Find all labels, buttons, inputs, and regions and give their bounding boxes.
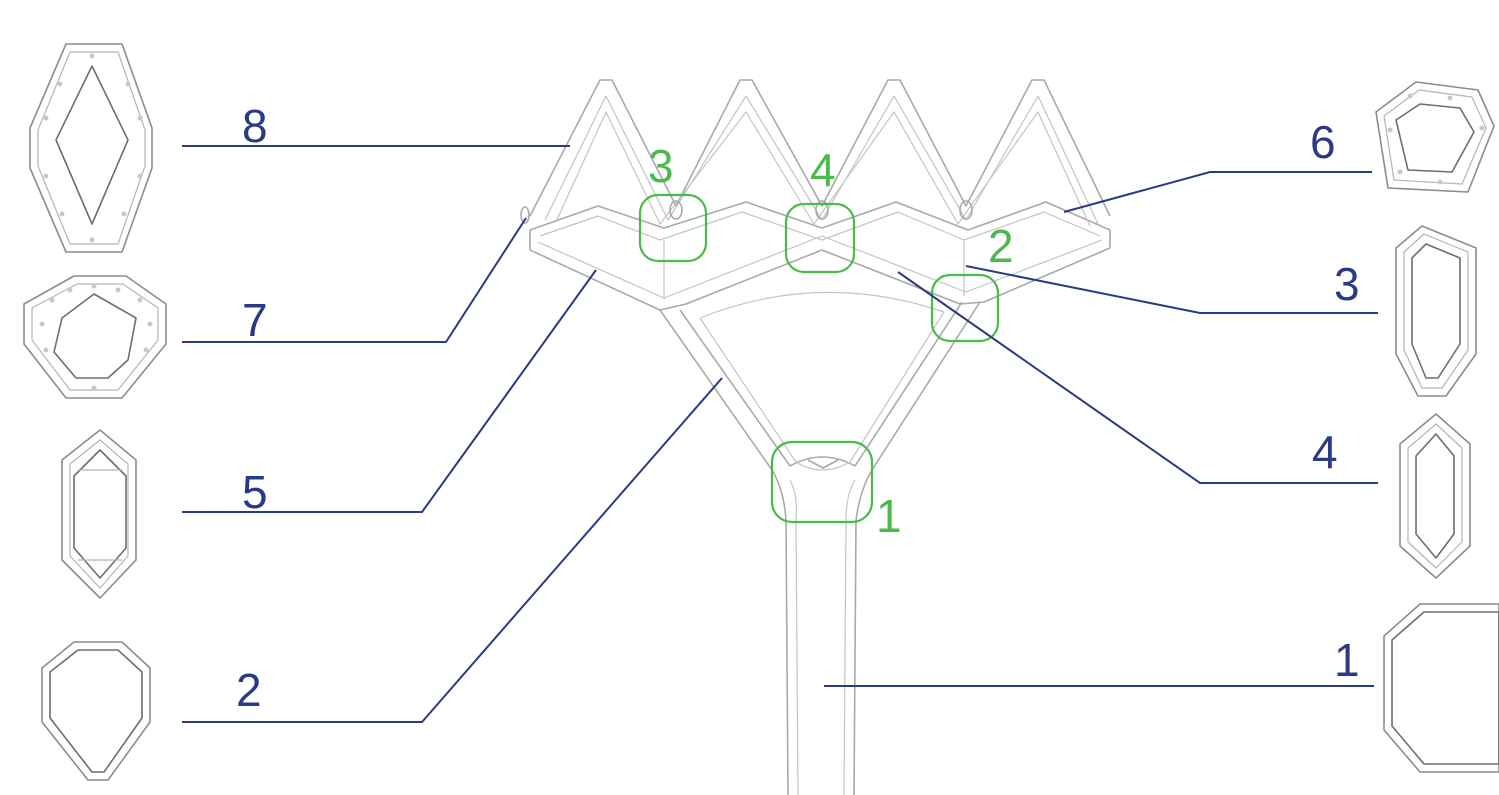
joint-numbers: 3 4 2 1 [648,140,1014,542]
section-3 [1395,225,1477,397]
label-3: 3 [1334,258,1360,310]
section-2 [41,641,151,781]
label-5: 5 [242,466,268,518]
leader-7 [182,217,527,343]
section-6 [1375,81,1495,193]
main-v-branches [659,301,981,471]
joint-label-3: 3 [648,140,674,192]
section-7 [23,275,167,399]
joint-circle-2 [930,273,1000,343]
right-numbers: 6 3 4 1 [1310,116,1360,686]
leader-2 [182,377,723,723]
leader-6 [1063,171,1372,213]
joint-label-1: 1 [876,490,902,542]
section-5 [61,429,137,599]
section-1 [1383,603,1499,773]
joint-label-2: 2 [988,220,1014,272]
left-numbers: 8 7 5 2 [236,100,268,716]
joint-highlights [638,193,1000,524]
label-7: 7 [242,294,268,346]
section-8 [29,43,153,253]
node-caps [520,200,973,224]
tree-structure [520,79,1111,795]
label-8: 8 [242,100,268,152]
joint-circle-1 [770,440,874,524]
leader-4 [897,271,1378,484]
leader-lines [182,145,1378,723]
section-4 [1399,413,1471,579]
label-6: 6 [1310,116,1336,168]
leader-3 [965,265,1378,314]
joint-label-4: 4 [810,144,836,196]
trunk [771,469,873,795]
joint-circle-4 [784,202,856,274]
leader-5 [182,269,597,513]
zigzag-arms [529,79,1111,227]
label-4: 4 [1312,426,1338,478]
label-2: 2 [236,664,262,716]
label-1: 1 [1334,634,1360,686]
joint-circle-3 [638,193,708,263]
